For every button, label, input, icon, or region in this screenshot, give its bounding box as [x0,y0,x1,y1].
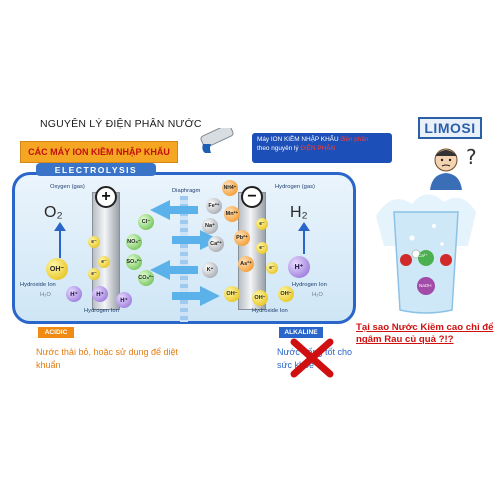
hydrogen-ion-right: H⁺ [288,256,310,278]
oxygen-molecule: O₂ [44,204,63,221]
cation-calcium: Ca²⁺ [208,236,224,252]
cathode-minus-sign: − [241,186,263,208]
anion-nitrate: NO₃⁻ [126,234,142,250]
hydroxide-ion-label-bottom: Hydroxide Ion [252,308,288,314]
electron-5: e⁻ [256,242,268,254]
hydroxide-ion-right-1: OH⁻ [224,286,240,302]
hydrogen-molecule: H₂ [290,204,308,221]
cation-potassium: K⁺ [202,262,218,278]
hydrogen-ion-3: H⁺ [116,292,132,308]
note-line1-red: điện phân [340,136,369,143]
cation-arsenic: As³⁺ [238,256,254,272]
hydrogen-gas-label: Hydrogen (gas) [275,184,315,190]
import-machine-note: Máy ION KIỀM NHẬP KHẨU điện phân theo ng… [252,133,392,163]
water-pipe-icon [200,128,234,153]
note-line2-red: ĐIỆN PHÂN [300,144,336,152]
red-cross-icon [290,338,334,378]
cation-iron: Fe²⁺ [206,198,222,214]
hydroxide-ion-right-2: OH⁻ [252,290,268,306]
hydroxide-ion-right-3: OH⁻ [278,286,294,302]
page-title: NGUYÊN LÝ ĐIỆN PHÂN NƯỚC [40,118,202,130]
hydroxide-ion-label-left: Hydroxide Ion [20,282,56,288]
up-arrow-left-icon [54,222,66,258]
svg-text:?: ? [466,145,477,169]
alkaline-tag: ALKALINE [279,327,323,338]
water-glass-icon [376,194,476,314]
electron-2: e⁻ [98,256,110,268]
hydrogen-ion-label-right: Hydrogen Ion [292,282,327,288]
cation-lead: Pb²⁺ [234,230,250,246]
electron-3: e⁻ [88,268,100,280]
acidic-tag: ACIDIC [38,327,74,338]
cation-ammonium: NH4⁺ [222,180,238,196]
diaphragm-membrane [180,196,188,322]
hydrogen-ion-label-bottom: Hydrogen Ion [84,308,119,314]
anion-chloride: Cl⁻ [138,214,154,230]
anion-carbonate: CO₃²⁻ [138,270,154,286]
electrolysis-banner: ELECTROLYSIS [36,163,156,176]
acidic-water-caption: Nước thải bỏ, hoặc sử dụng để diệt khuẩn [36,347,179,370]
electron-1: e⁻ [88,236,100,248]
hydrogen-ion-2: H⁺ [92,286,108,302]
thinking-person-icon: ? [430,145,477,190]
electron-6: e⁻ [266,262,278,274]
electron-4: e⁻ [256,218,268,230]
note-line2: theo nguyên lý [257,144,299,152]
water-label-right: H₂O [312,292,323,298]
oxygen-gas-label: Oxygen (gas) [50,184,85,190]
diaphragm-label: Diaphragm [172,188,201,194]
ion-flow-arrows-icon [150,200,220,306]
note-line1: Máy ION KIỀM NHẬP KHẨU [257,136,339,143]
glass-molecule-label-1: Ca²⁺ [418,253,428,258]
question-text: Tại sao Nước Kiềm cao chỉ để ngâm Rau củ… [356,322,494,346]
cation-manganese: Mn²⁺ [224,206,240,222]
hydrogen-ion-1: H⁺ [66,286,82,302]
water-label-left: H₂O [40,292,51,298]
anion-sulfate: SO₄²⁻ [126,254,142,270]
hydroxide-ion-left: OH⁻ [46,258,68,280]
anode-plus-sign: + [95,186,117,208]
cation-sodium: Na⁺ [202,218,218,234]
import-machines-banner: CÁC MÁY ION KIỀM NHẬP KHẨU [20,141,178,163]
brand-name: LIMOSI [424,120,476,136]
brand-logo: LIMOSI [418,117,482,139]
up-arrow-right-icon [298,222,310,254]
glass-molecule-label-2: NaOH [419,283,432,288]
